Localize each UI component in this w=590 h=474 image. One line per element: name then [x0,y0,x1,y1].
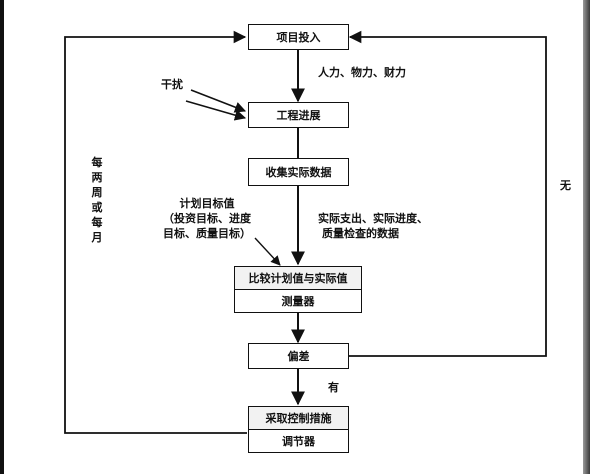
label-plan-line3: 目标、质量目标） [163,226,251,240]
label-resources: 人力、物力、财力 [318,66,406,79]
label-plan-values: 计划目标值 （投资目标、进度 目标、质量目标） [143,197,271,242]
box-compare-label: 比较计划值与实际值 [248,271,348,285]
label-cycle: 每两周或每月 [91,156,103,244]
label-no: 无 [560,179,571,192]
box-action-label: 采取控制措施 [265,411,332,425]
box-project-input-label: 项目投入 [276,30,321,44]
label-actual-line1: 实际支出、实际进度、 [318,212,428,225]
box-deviation-label: 偏差 [287,349,310,363]
label-plan-title: 计划目标值 [179,197,235,210]
box-progress: 工程进展 [248,102,349,128]
compare-cell: 比较计划值与实际值 [235,267,361,290]
box-project-input: 项目投入 [248,24,349,50]
box-collect-data-label: 收集实际数据 [265,165,332,179]
label-actual-line2: 质量检查的数据 [322,226,399,240]
box-collect-data: 收集实际数据 [248,158,349,186]
loop-corrective [64,30,247,434]
arrow-interference-2 [185,100,247,121]
arrow-plan-to-compare [254,237,281,266]
label-actual-data: 实际支出、实际进度、 质量检查的数据 [318,212,428,242]
measure-cell: 测量器 [235,290,361,312]
box-measure-label: 测量器 [281,294,315,308]
right-border [583,0,590,474]
label-interference: 干扰 [161,78,183,91]
label-plan-line2: （投资目标、进度 [163,211,251,225]
box-regulator-label: 调节器 [282,434,315,448]
box-compare: 比较计划值与实际值 测量器 [234,266,362,313]
box-progress-label: 工程进展 [276,108,321,122]
box-deviation: 偏差 [248,343,349,369]
box-action: 采取控制措施 调节器 [248,406,349,453]
loop-no-deviation [348,30,547,357]
regulator-cell: 调节器 [249,430,348,452]
action-cell: 采取控制措施 [249,407,348,430]
arrow-interference-1 [190,89,247,113]
left-border [0,0,4,474]
label-yes: 有 [328,381,339,394]
